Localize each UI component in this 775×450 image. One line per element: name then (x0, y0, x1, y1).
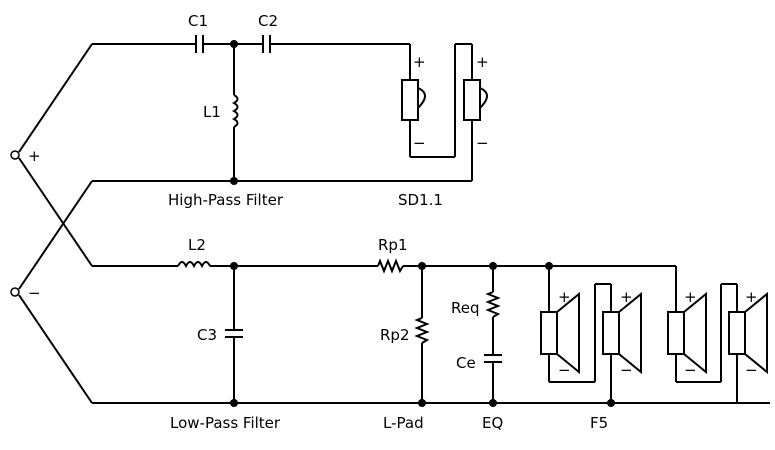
capacitor-c3 (225, 266, 243, 403)
woofer-f5-3 (667, 266, 737, 383)
l2-label: L2 (188, 236, 206, 254)
input-minus-label: − (28, 284, 41, 302)
high-pass-top-wire (92, 43, 411, 80)
c3-label: C3 (197, 326, 217, 344)
high-pass-filter-label: High-Pass Filter (168, 191, 284, 209)
tweeter-2-minus: − (476, 134, 489, 152)
input-plus-label: + (28, 147, 41, 165)
low-pass-filter-label: Low-Pass Filter (170, 414, 281, 432)
input-terminal-plus: + (10, 147, 41, 165)
woofer-f5-2 (602, 284, 642, 403)
woofer-4-plus: + (745, 288, 758, 306)
resistor-rp1 (377, 258, 404, 274)
tweeter-1-minus: − (413, 134, 426, 152)
rp1-label: Rp1 (378, 236, 408, 254)
input-terminal-minus: − (10, 284, 41, 302)
woofer-1-minus: − (558, 361, 571, 379)
lpad-label: L-Pad (383, 414, 424, 432)
ce-label: Ce (456, 354, 476, 372)
tweeter-sd1-1 (401, 43, 488, 181)
sd1-1-label: SD1.1 (398, 191, 443, 209)
capacitor-c1 (195, 35, 204, 53)
junction-dot (489, 399, 497, 407)
resistor-rp2 (414, 266, 430, 403)
inductor-l1 (231, 44, 239, 181)
woofer-f5-1 (540, 266, 611, 383)
junction-dot (418, 399, 426, 407)
tweeter-2-plus: + (476, 53, 489, 71)
woofer-1-plus: + (558, 288, 571, 306)
junction-dot (230, 399, 238, 407)
c1-label: C1 (188, 12, 208, 30)
eq-label: EQ (482, 414, 503, 432)
inductor-l2 (177, 261, 211, 269)
l1-label: L1 (203, 103, 221, 121)
f5-label: F5 (590, 414, 608, 432)
tweeter-1-plus: + (413, 53, 426, 71)
capacitor-c2 (262, 35, 271, 53)
woofer-4-minus: − (745, 361, 758, 379)
c2-label: C2 (258, 12, 278, 30)
woofer-3-minus: − (684, 361, 697, 379)
woofer-f5-4 (728, 284, 768, 403)
woofer-3-plus: + (684, 288, 697, 306)
woofer-2-plus: + (620, 288, 633, 306)
req-label: Req (451, 299, 480, 317)
woofer-2-minus: − (620, 361, 633, 379)
resistor-req (485, 291, 501, 318)
low-pass-top-wire (92, 258, 676, 274)
rp2-label: Rp2 (380, 326, 410, 344)
input-wires (18, 43, 93, 404)
eq-network (484, 266, 502, 403)
